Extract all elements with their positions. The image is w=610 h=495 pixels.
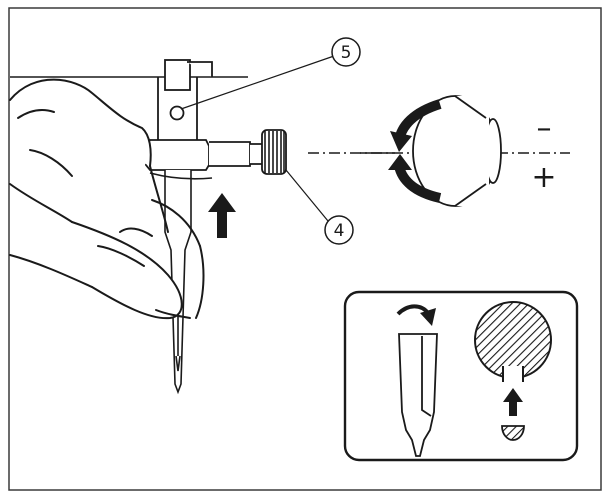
callout-5: 5 bbox=[180, 37, 361, 110]
needle-bar bbox=[157, 59, 213, 140]
arrow-up-icon bbox=[208, 193, 236, 238]
plus-sign: + bbox=[531, 160, 556, 195]
needle bbox=[164, 170, 192, 395]
callout-4-label: 4 bbox=[334, 221, 345, 241]
needle-cross-section bbox=[474, 301, 552, 382]
inset-detail bbox=[343, 290, 579, 462]
rotate-icon bbox=[360, 95, 502, 207]
callout-5-label: 5 bbox=[341, 43, 352, 63]
guide-wire bbox=[149, 172, 213, 180]
flat-shank-section bbox=[501, 425, 525, 441]
curved-arrow-icon bbox=[396, 304, 436, 326]
thumb-screw bbox=[261, 129, 287, 175]
hand bbox=[9, 78, 205, 320]
callout-4: 4 bbox=[285, 169, 354, 245]
arrow-up-icon bbox=[503, 388, 523, 416]
minus-sign: – bbox=[537, 111, 552, 146]
needle-clamp bbox=[145, 139, 264, 171]
needle-shank-side bbox=[398, 333, 438, 457]
